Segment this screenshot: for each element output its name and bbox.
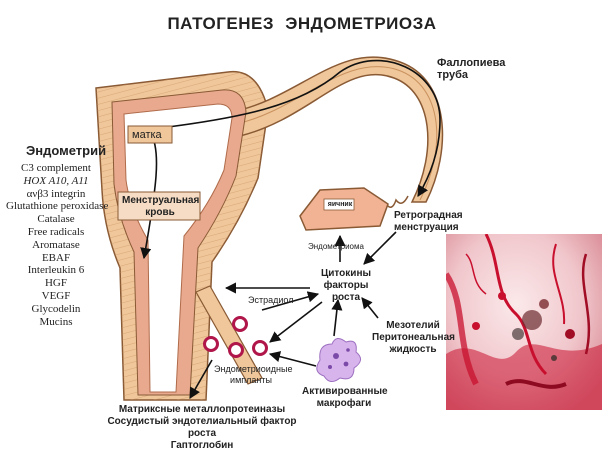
factor-item: Catalase xyxy=(37,213,75,226)
fallopian-tube-line-1: Фаллопиева xyxy=(437,57,506,69)
bottom-item: Матриксные металлопротеиназы xyxy=(118,404,286,415)
menstrual-blood-line-1: Менструальная xyxy=(122,195,200,206)
factor-item: Mucins xyxy=(39,315,73,328)
implants-down-arrow xyxy=(189,359,213,399)
fallopian-tube-line-2: труба xyxy=(437,69,468,81)
fallopian-tube xyxy=(231,56,444,203)
factor-item: Interleukin 6 xyxy=(27,264,85,277)
laparoscopy-photo xyxy=(446,234,602,410)
uterus-label: матка xyxy=(132,129,162,141)
estradiol-label: Эстрадиол xyxy=(248,295,294,305)
mesothelium-line-1: Мезотелий xyxy=(386,320,440,331)
bottom-factor-list: Матриксные металлопротеиназы Сосудистый … xyxy=(100,404,304,452)
factor-item: HGF xyxy=(44,277,67,290)
mesothelium-arrow xyxy=(361,297,379,319)
retrograde-arrow xyxy=(363,231,397,265)
page-title: ПАТОГЕНЕЗ ЭНДОМЕТРИОЗА xyxy=(167,14,437,33)
fallopian-tube-label: Фаллопиева труба xyxy=(437,57,505,81)
macrophages-line-2: макрофаги xyxy=(316,398,372,409)
implant-cells xyxy=(203,316,268,358)
menstrual-blood-line-2: кровь xyxy=(145,207,175,218)
macrophages-line-1: Активированные xyxy=(302,386,388,397)
macrophages-label: Активированные макрофаги xyxy=(302,386,388,410)
factor-item: Aromatase xyxy=(32,238,80,251)
menstrual-blood-label: Менструальная кровь xyxy=(122,195,200,219)
uterus-label-box xyxy=(127,125,173,144)
menstrual-label-box xyxy=(117,191,201,221)
cytokines-implant-arrow xyxy=(269,301,323,343)
ovary-label: яичник xyxy=(327,201,353,208)
factor-item: Glycodelin xyxy=(31,302,81,315)
implants-line-2: импланты xyxy=(230,375,272,385)
factor-item: HOX A10, A11 xyxy=(23,174,89,187)
mesothelium-label: Мезотелий Перитонеальная жидкость xyxy=(372,320,455,356)
endometrium-heading: Эндометрий xyxy=(26,143,107,158)
factor-item: Glutathione peroxidase xyxy=(6,200,109,213)
macrophage-implant-arrow xyxy=(268,351,317,367)
endometrioma-label: Эндометриома xyxy=(308,242,364,251)
implants-label: Эндометриоидные импланты xyxy=(214,364,293,386)
retrograde-line-2: менструация xyxy=(394,222,459,233)
macrophage-cell xyxy=(316,338,361,382)
factor-item: ανβ3 integrin xyxy=(26,187,86,200)
retrograde-path xyxy=(159,59,441,197)
cytokines-line-1: Цитокины xyxy=(320,268,372,279)
retrograde-label: Ретроградная менструация xyxy=(394,210,463,234)
cytokines-line-2: факторы роста xyxy=(323,280,369,303)
factor-item: EBAF xyxy=(41,251,71,264)
macrophage-arrow xyxy=(331,298,343,337)
factor-item: VEGF xyxy=(41,289,71,302)
mesothelium-line-2: Перитонеальная xyxy=(372,332,455,343)
mesothelium-line-3: жидкость xyxy=(389,344,437,355)
retrograde-line-1: Ретроградная xyxy=(394,210,463,221)
bottom-item: Сосудистый эндотелиальный фактор роста xyxy=(107,416,297,439)
endometrium-factor-list: C3 complement HOX A10, A11 ανβ3 integrin… xyxy=(6,162,109,328)
bottom-item: Гаптоглобин xyxy=(170,440,234,451)
estradiol-arrow xyxy=(261,291,320,311)
implants-line-1: Эндометриоидные xyxy=(214,364,293,374)
factor-item: Free radicals xyxy=(27,225,85,238)
cytokines-label: Цитокины факторы роста xyxy=(310,268,382,304)
factor-item: C3 complement xyxy=(21,162,91,174)
